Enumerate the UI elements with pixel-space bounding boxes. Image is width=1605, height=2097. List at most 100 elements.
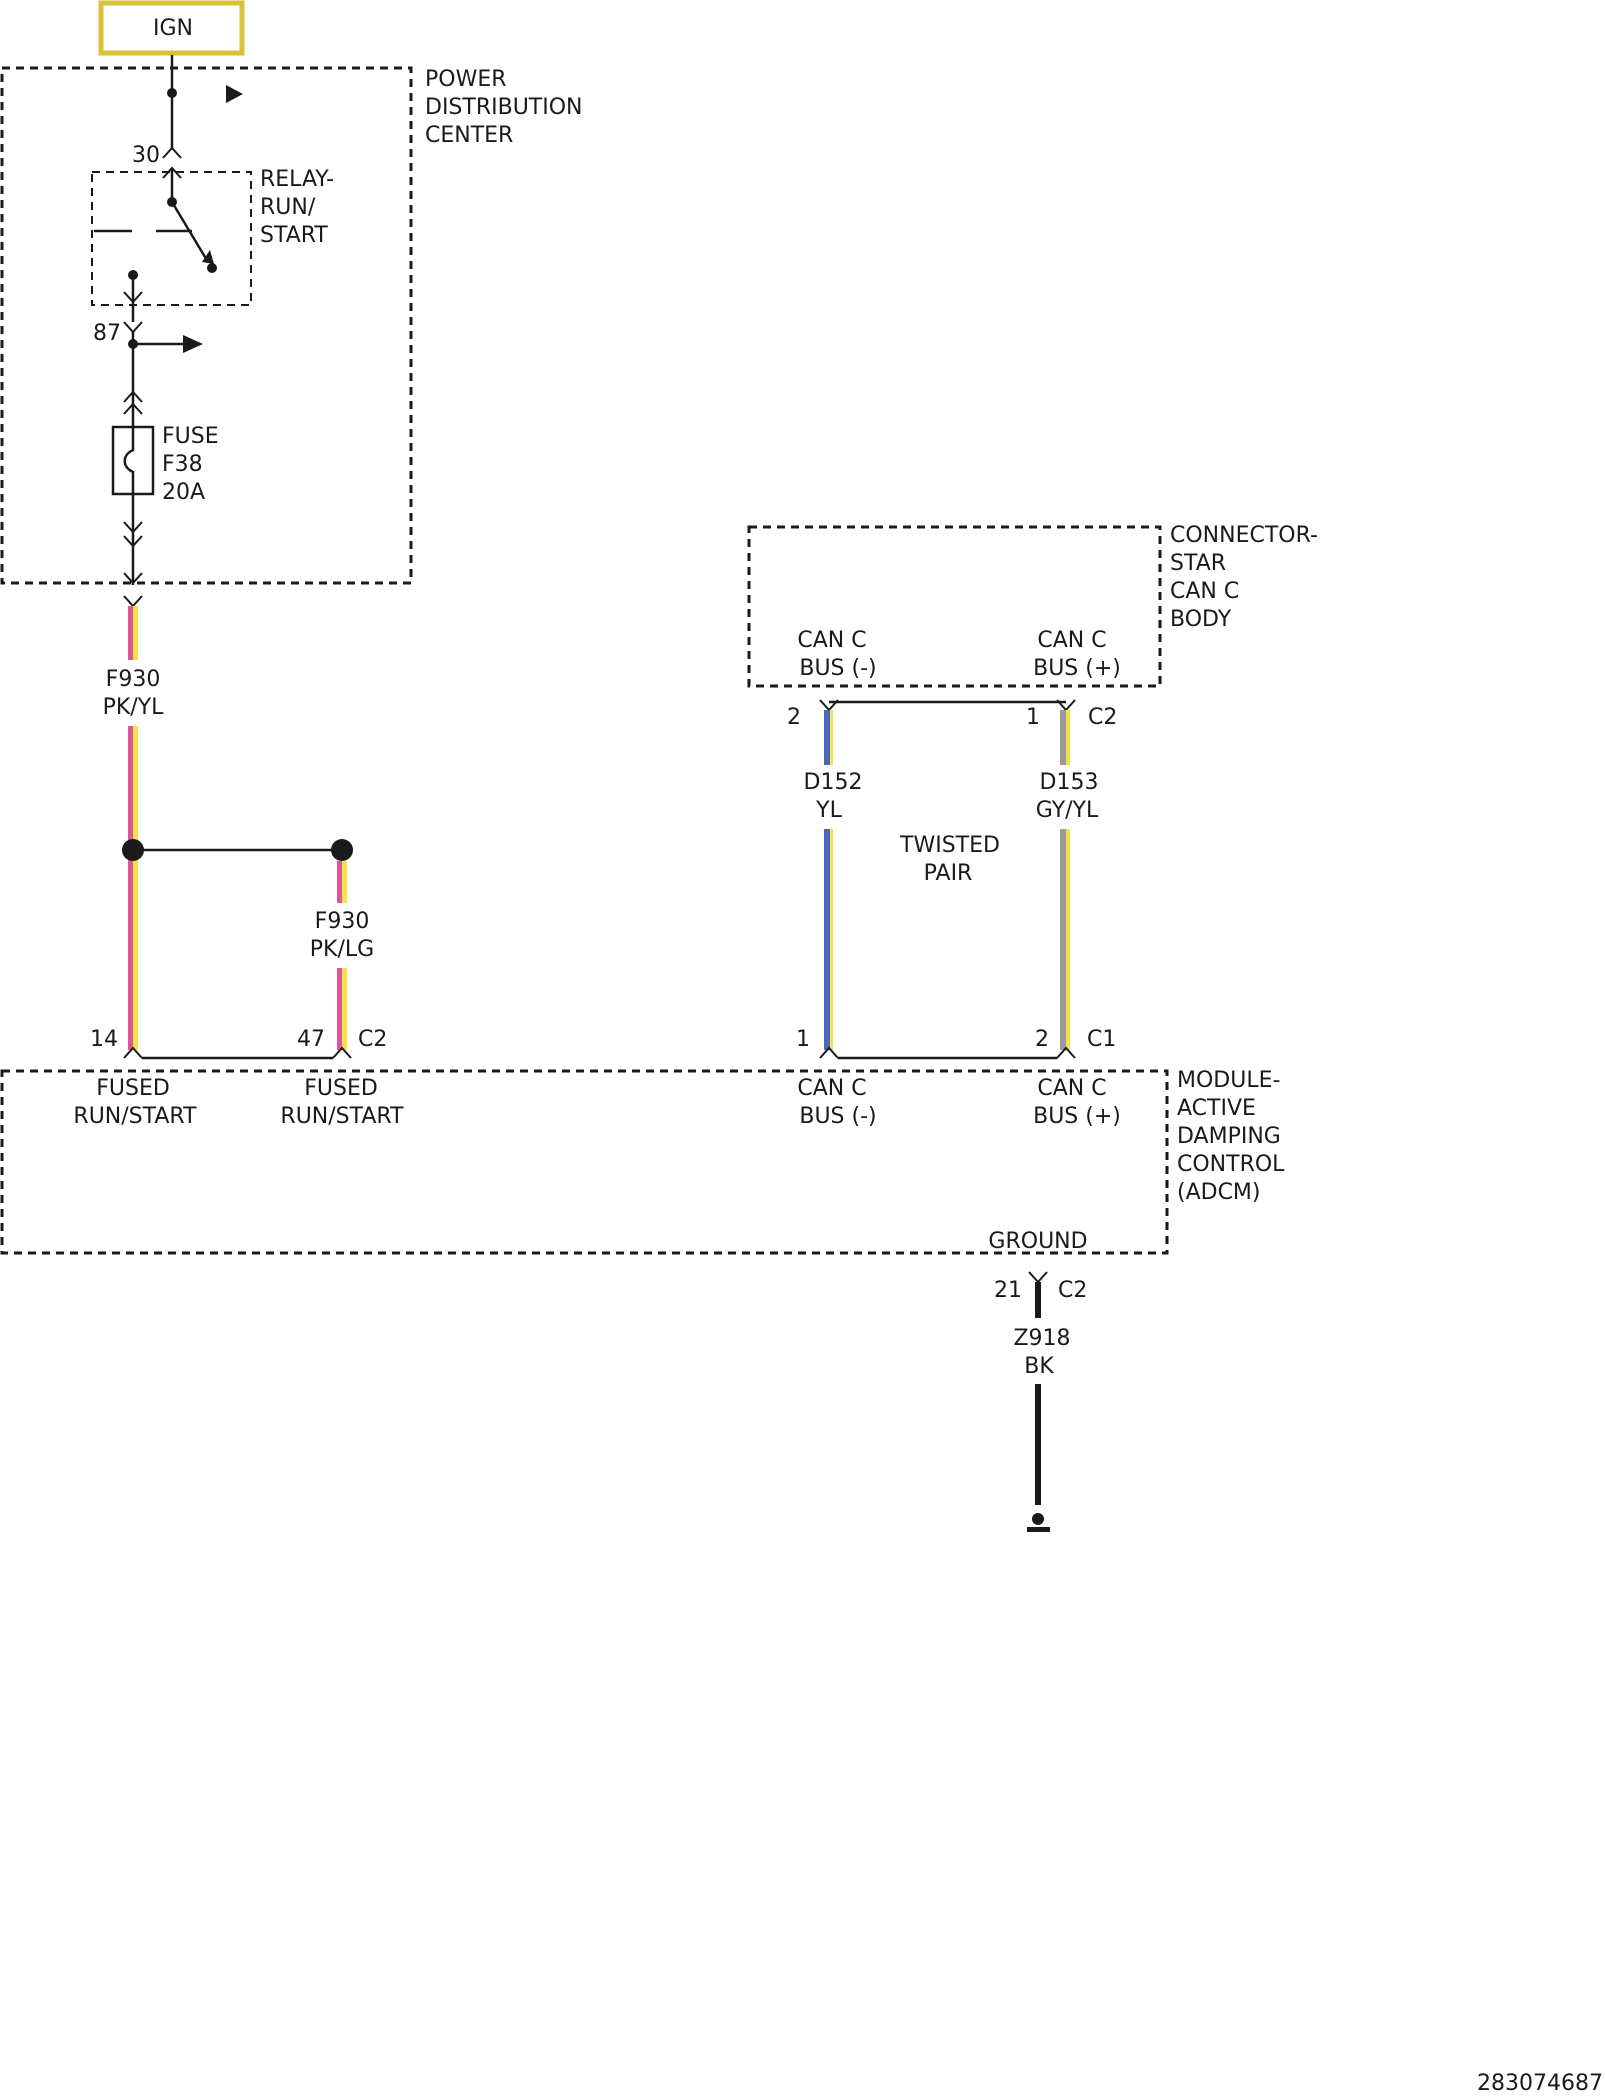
pin-47-terminal [332, 1046, 352, 1059]
ground-connector-id: C2 [1058, 1278, 1087, 1303]
wire-d153-upper-b [1066, 710, 1070, 765]
wire-f930-pkyl-circuit: F930 [106, 667, 161, 692]
pin-30-terminal [162, 146, 182, 159]
relay-contact-dot [207, 263, 217, 273]
wire-d152-circuit: D152 [804, 770, 863, 795]
fuse-element [123, 427, 135, 494]
wire-d152-upper-a [824, 710, 830, 765]
pdc-title-3: CENTER [425, 123, 513, 148]
wire-f930-pklg-upper-b [342, 861, 347, 903]
ground-symbol [1027, 1527, 1050, 1532]
wire-f930-pklg-lower-a [337, 968, 342, 1050]
wire-d153-gyyl[interactable] [1060, 710, 1070, 1050]
module-pin-14: 14 [90, 1027, 118, 1052]
module-pin-14-label-1: FUSED [96, 1076, 170, 1101]
module-title-1: MODULE- [1177, 1068, 1280, 1093]
star-connector-box [747, 525, 1162, 688]
module-ground-label: GROUND [988, 1229, 1087, 1254]
module-pin-2-label-2: BUS (+) [1033, 1104, 1121, 1129]
fuse-bottom-chevron-1 [123, 521, 143, 534]
wire-f930-pkyl[interactable] [128, 606, 138, 1050]
relay-label-2: RUN/ [260, 195, 316, 220]
pdc-exit-chevron-outer [123, 595, 143, 608]
fuse-label-1: FUSE [162, 424, 219, 449]
adcm-module-box [0, 1069, 1169, 1255]
relay-pin-30: 30 [132, 143, 160, 168]
relay-pin-87: 87 [93, 321, 121, 346]
module-pin-2-terminal [1056, 1046, 1076, 1059]
relay-output-chevron [123, 291, 143, 304]
fuse-label-2: F38 [162, 452, 203, 477]
module-pin-1-terminal [819, 1046, 839, 1059]
wire-d152-yl[interactable] [824, 710, 833, 1050]
pdc-title-2: DISTRIBUTION [425, 95, 583, 120]
wire-f930-pklg-upper-a [337, 861, 342, 903]
fuse-label-3: 20A [162, 480, 205, 505]
relay-label-3: START [260, 223, 328, 248]
module-pin-1-label-1: CAN C [797, 1076, 866, 1101]
module-title-3: DAMPING [1177, 1124, 1281, 1149]
star-pin-minus-label-2: BUS (-) [799, 656, 876, 681]
wire-d153-upper-a [1060, 710, 1066, 765]
wire-d153-lower-a [1060, 829, 1066, 1050]
ign-source-box[interactable] [98, 0, 245, 56]
ign-continue-arrow [226, 85, 243, 103]
star-pin-minus-label-1: CAN C [797, 628, 866, 653]
wire-d152-color: YL [815, 798, 842, 823]
ground-pin-number: 21 [994, 1278, 1022, 1303]
splice-branch-dot [331, 839, 353, 861]
pin-87-terminal [123, 321, 143, 334]
wire-d152-lower-a [824, 829, 830, 1050]
fuse-bottom-chevron-2 [123, 535, 143, 548]
wire-f930-pklg-color: PK/LG [310, 937, 374, 962]
star-pin-plus-number: 1 [1026, 705, 1040, 730]
wire-d153-circuit: D153 [1040, 770, 1099, 795]
star-title-2: STAR [1170, 551, 1226, 576]
twisted-pair-label-1: TWISTED [899, 833, 1000, 858]
module-pin-47: 47 [297, 1027, 325, 1052]
ground-pin-terminal [1028, 1271, 1048, 1284]
wire-f930-pkyl-upper-a [128, 606, 133, 660]
module-pin-14-label-2: RUN/START [73, 1104, 197, 1129]
star-title-4: BODY [1170, 607, 1232, 632]
star-connector-id: C2 [1088, 705, 1117, 730]
wire-f930-pklg[interactable] [337, 861, 347, 1050]
wire-d153-color: GY/YL [1036, 798, 1099, 823]
pin-87-branch-arrow [183, 335, 203, 353]
wire-f930-pkyl-lower-b [133, 726, 138, 1050]
star-title-1: CONNECTOR- [1170, 523, 1318, 548]
wire-d152-upper-b [830, 710, 833, 765]
module-pin-47-connector: C2 [358, 1027, 387, 1052]
module-title-5: (ADCM) [1177, 1180, 1261, 1205]
ign-label: IGN [153, 16, 193, 41]
ground-eyelet-dot [1032, 1513, 1044, 1525]
figure-id: 283074687 [1477, 2071, 1603, 2096]
star-pin-plus-label-2: BUS (+) [1033, 656, 1121, 681]
pin-14-terminal [123, 1046, 143, 1059]
module-title-2: ACTIVE [1177, 1096, 1256, 1121]
relay-label-1: RELAY- [260, 167, 334, 192]
wire-d153-lower-b [1066, 829, 1070, 1050]
pdc-title-1: POWER [425, 67, 507, 92]
relay-arm-arrow [202, 250, 214, 264]
wire-f930-pkyl-lower-a [128, 726, 133, 1050]
module-pin-2-label-1: CAN C [1037, 1076, 1106, 1101]
module-pin-1-label-2: BUS (-) [799, 1104, 876, 1129]
module-pin-1: 1 [796, 1027, 810, 1052]
star-title-3: CAN C [1170, 579, 1239, 604]
ign-splice-dot [167, 88, 177, 98]
module-pin-2: 2 [1035, 1027, 1049, 1052]
pdc-box [0, 66, 413, 585]
pdc-exit-chevron [123, 572, 143, 585]
wire-f930-pklg-lower-b [342, 968, 347, 1050]
wire-f930-pklg-circuit: F930 [315, 909, 370, 934]
module-pin-2-connector: C1 [1087, 1027, 1116, 1052]
twisted-pair-label-2: PAIR [924, 861, 973, 886]
module-title-4: CONTROL [1177, 1152, 1285, 1177]
wire-f930-pkyl-color: PK/YL [103, 695, 165, 720]
module-pin-47-label-2: RUN/START [280, 1104, 404, 1129]
wire-d152-lower-b [830, 829, 833, 1050]
star-pin-plus-label-1: CAN C [1037, 628, 1106, 653]
wire-f930-pkyl-upper-b [133, 606, 138, 660]
